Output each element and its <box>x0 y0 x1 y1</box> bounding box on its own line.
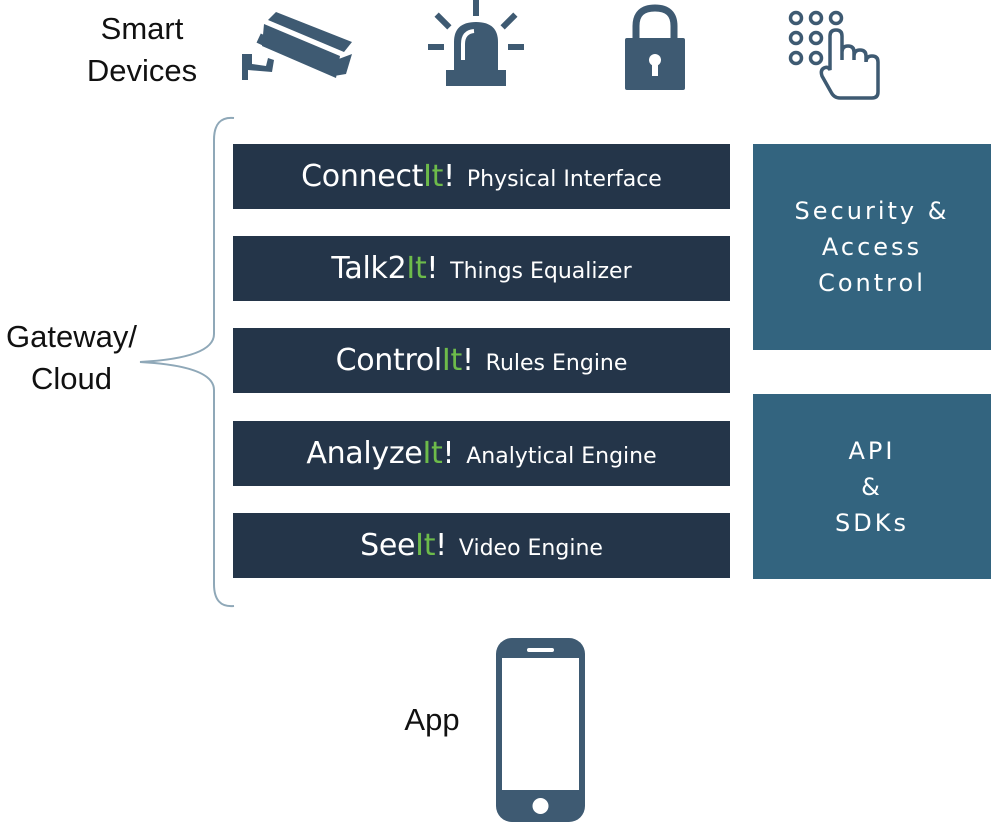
layer-name-bang: ! <box>461 343 474 378</box>
layer-description: Video Engine <box>458 536 603 561</box>
layer-name-bang: ! <box>426 251 439 286</box>
layer-name-it: It <box>422 436 443 471</box>
layer-name: Talk2It! <box>331 251 438 286</box>
gateway-cloud-label: Gateway/ Cloud <box>0 316 143 400</box>
layer-description: Analytical Engine <box>466 444 657 469</box>
layer-name: ControlIt! <box>336 343 474 378</box>
layer-name-prefix: Analyze <box>306 436 423 471</box>
smart-devices-label-line2: Devices <box>86 53 198 88</box>
lock-icon <box>622 4 688 92</box>
alarm-light-icon <box>426 0 526 90</box>
security-line2: Access <box>821 233 923 261</box>
layer-name-bang: ! <box>443 159 455 194</box>
layer-name-prefix: See <box>360 528 416 563</box>
camera-icon <box>240 8 355 80</box>
app-label: App <box>404 702 460 737</box>
curly-brace <box>130 112 240 612</box>
gateway-label-line2: Cloud <box>31 361 112 396</box>
api-sdks-box: API & SDKs <box>753 394 991 579</box>
layer-name-bang: ! <box>442 436 455 471</box>
smart-devices-label-line1: Smart <box>100 11 184 46</box>
layer-name-it: It <box>406 251 427 286</box>
layer-description: Rules Engine <box>485 351 628 376</box>
layer-name-prefix: Control <box>335 343 443 378</box>
layer-analyzeit: AnalyzeIt! Analytical Engine <box>233 421 730 486</box>
layer-name-bang: ! <box>435 528 447 563</box>
layer-name-prefix: Talk2 <box>331 251 407 286</box>
layer-controlit: ControlIt! Rules Engine <box>233 328 730 393</box>
layer-name-it: It <box>423 159 444 194</box>
layer-name-it: It <box>441 343 462 378</box>
security-access-control-box: Security & Access Control <box>753 144 991 350</box>
security-line3: Control <box>818 269 926 297</box>
api-line2: & <box>861 472 883 501</box>
layer-description: Physical Interface <box>466 167 662 192</box>
layer-seeit: SeeIt! Video Engine <box>233 513 730 578</box>
layer-name: SeeIt! <box>360 528 447 563</box>
smart-devices-label: Smart Devices <box>62 8 222 92</box>
layer-name: ConnectIt! <box>301 159 455 194</box>
layer-connectit: ConnectIt! Physical Interface <box>233 144 730 209</box>
api-line1: API <box>848 436 896 465</box>
security-line1: Security & <box>794 197 950 225</box>
layer-name-prefix: Connect <box>301 159 424 194</box>
layer-talk2it: Talk2It! Things Equalizer <box>233 236 730 301</box>
layer-name: AnalyzeIt! <box>306 436 454 471</box>
api-line3: SDKs <box>835 508 909 537</box>
gateway-label-line1: Gateway/ <box>6 319 137 354</box>
layer-description: Things Equalizer <box>450 259 632 284</box>
layer-name-it: It <box>415 528 436 563</box>
keypad-icon <box>784 8 884 102</box>
smartphone-icon <box>494 636 587 824</box>
